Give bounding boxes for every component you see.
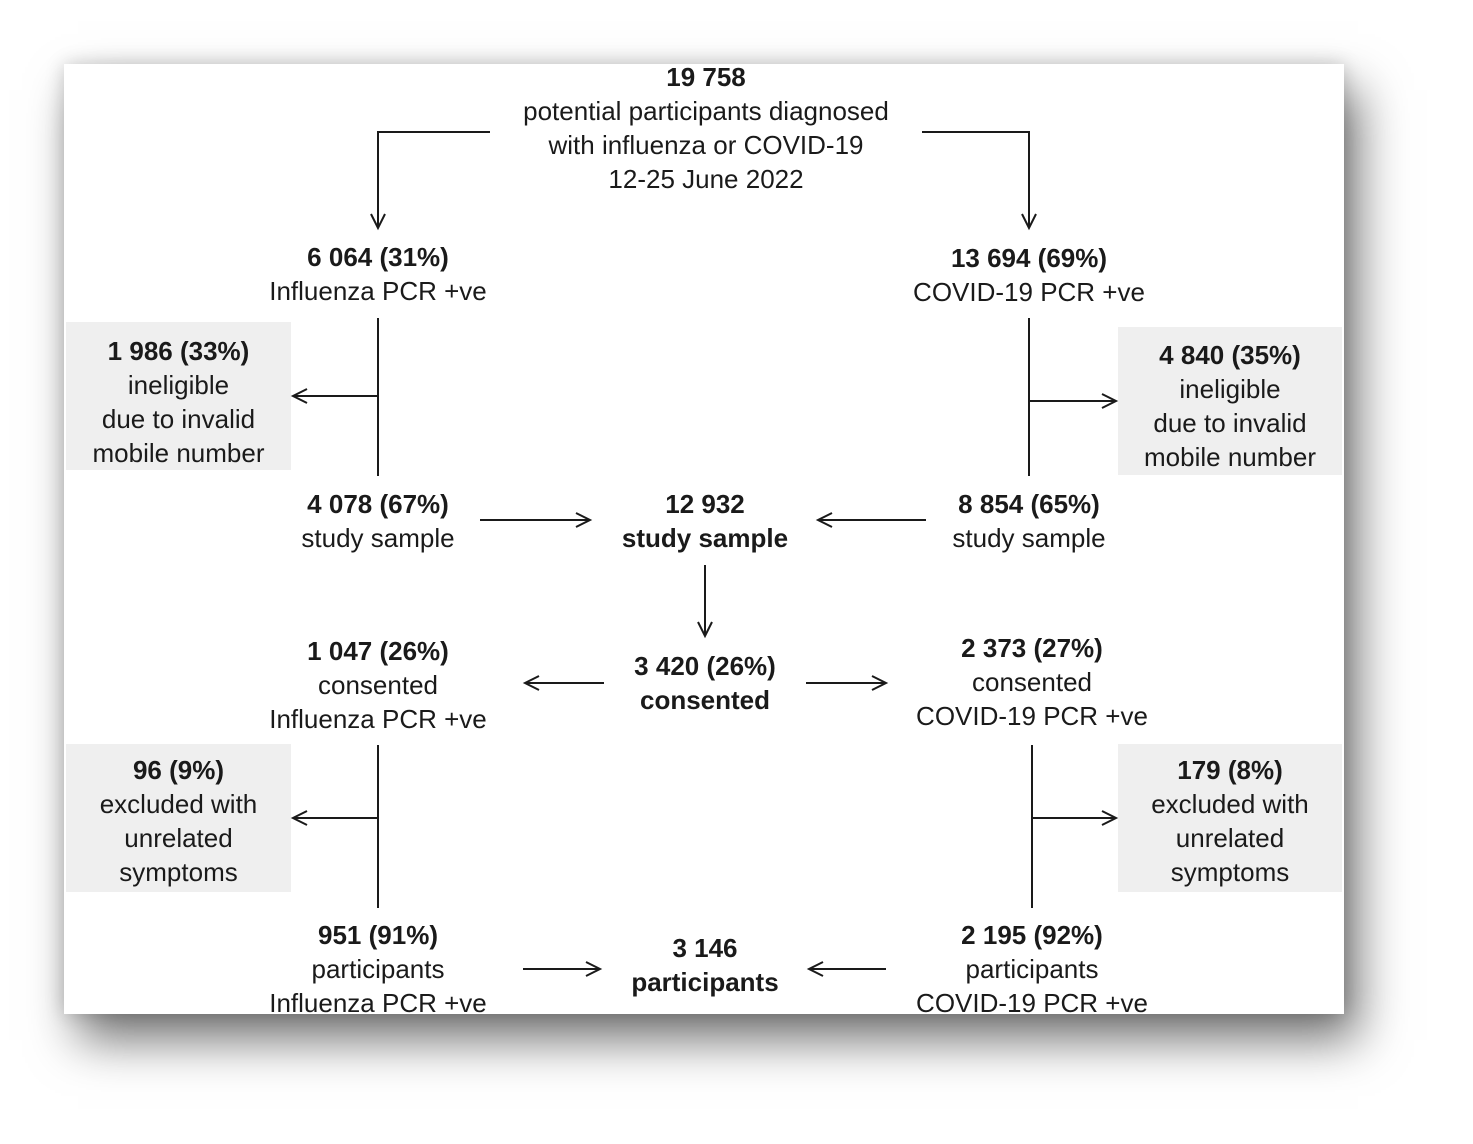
covid-ineligible-box: 4 840 (35%) ineligible due to invalid mo…	[1118, 327, 1342, 475]
covid-excluded-line2: unrelated	[1175, 823, 1285, 853]
covid-ineligible-count: 4 840 (35%)	[1159, 340, 1301, 370]
covid-sample-node: 8 854 (65%) study sample	[879, 487, 1179, 555]
influenza-excluded-line1: excluded with	[99, 789, 258, 819]
covid-excluded-box: 179 (8%) excluded with unrelated symptom…	[1118, 744, 1342, 892]
influenza-split-label: Influenza PCR +ve	[269, 276, 487, 306]
total-sample-label: study sample	[621, 523, 789, 553]
influenza-participants-count: 951 (91%)	[318, 920, 438, 950]
covid-sample-count: 8 854 (65%)	[958, 489, 1100, 519]
influenza-participants-line1: participants	[311, 954, 445, 984]
influenza-ineligible-line2: due to invalid	[101, 404, 256, 434]
influenza-split-count: 6 064 (31%)	[307, 242, 449, 272]
total-sample-node: 12 932 study sample	[555, 487, 855, 555]
covid-split-node: 13 694 (69%) COVID-19 PCR +ve	[879, 241, 1179, 309]
top-line3: 12-25 June 2022	[608, 164, 804, 194]
influenza-ineligible-line3: mobile number	[92, 438, 265, 468]
covid-split-label: COVID-19 PCR +ve	[913, 277, 1145, 307]
total-consented-node: 3 420 (26%) consented	[555, 649, 855, 717]
covid-excluded-line1: excluded with	[1151, 789, 1309, 819]
influenza-participants-node: 951 (91%) participants Influenza PCR +ve	[228, 918, 528, 1020]
total-sample-count: 12 932	[665, 489, 745, 519]
covid-participants-count: 2 195 (92%)	[961, 920, 1103, 950]
covid-consented-count: 2 373 (27%)	[961, 633, 1103, 663]
top-to-influenza-arrow	[370, 131, 490, 231]
influenza-split-node: 6 064 (31%) Influenza PCR +ve	[228, 240, 528, 308]
total-participants-count: 3 146	[672, 933, 738, 963]
covid-consented-line2: COVID-19 PCR +ve	[916, 701, 1148, 731]
covid-excluded-count: 179 (8%)	[1177, 755, 1283, 785]
total-consented-count: 3 420 (26%)	[634, 651, 776, 681]
top-count: 19 758	[666, 62, 746, 92]
covid-participants-line2: COVID-19 PCR +ve	[916, 988, 1148, 1018]
covid-consented-node: 2 373 (27%) consented COVID-19 PCR +ve	[882, 631, 1182, 733]
influenza-excluded-box: 96 (9%) excluded with unrelated symptoms	[66, 744, 291, 892]
covid-sample-label: study sample	[952, 523, 1106, 553]
influenza-consented-node: 1 047 (26%) consented Influenza PCR +ve	[228, 634, 528, 736]
influenza-sample-count: 4 078 (67%)	[307, 489, 449, 519]
influenza-consented-line2: Influenza PCR +ve	[269, 704, 487, 734]
covid-ineligible-line2: due to invalid	[1153, 408, 1307, 438]
influenza-ineligible-count: 1 986 (33%)	[107, 336, 250, 366]
covid-excluded-line3: symptoms	[1170, 857, 1290, 887]
covid-ineligible-line1: ineligible	[1179, 374, 1281, 404]
top-to-covid-arrow	[922, 131, 1037, 231]
top-line1: potential participants diagnosed	[523, 96, 889, 126]
influenza-ineligible-box: 1 986 (33%) ineligible due to invalid mo…	[66, 322, 291, 470]
top-node: 19 758 potential participants diagnosed …	[456, 60, 956, 196]
influenza-excluded-count: 96 (9%)	[132, 755, 225, 785]
total-consented-label: consented	[639, 685, 771, 715]
influenza-sample-label: study sample	[301, 523, 455, 553]
influenza-excluded-line3: symptoms	[119, 857, 238, 887]
covid-ineligible-line3: mobile number	[1144, 442, 1316, 472]
influenza-consented-line1: consented	[318, 670, 438, 700]
influenza-consented-count: 1 047 (26%)	[307, 636, 449, 666]
covid-consented-line1: consented	[972, 667, 1092, 697]
influenza-ineligible-line1: ineligible	[127, 370, 230, 400]
covid-split-count: 13 694 (69%)	[950, 243, 1108, 273]
top-line2: with influenza or COVID-19	[548, 130, 864, 160]
total-participants-node: 3 146 participants	[555, 931, 855, 999]
total-participants-label: participants	[631, 967, 779, 997]
covid-participants-node: 2 195 (92%) participants COVID-19 PCR +v…	[882, 918, 1182, 1020]
influenza-participants-line2: Influenza PCR +ve	[269, 988, 487, 1018]
covid-participants-line1: participants	[965, 954, 1099, 984]
influenza-sample-node: 4 078 (67%) study sample	[228, 487, 528, 555]
influenza-excluded-line2: unrelated	[124, 823, 233, 853]
